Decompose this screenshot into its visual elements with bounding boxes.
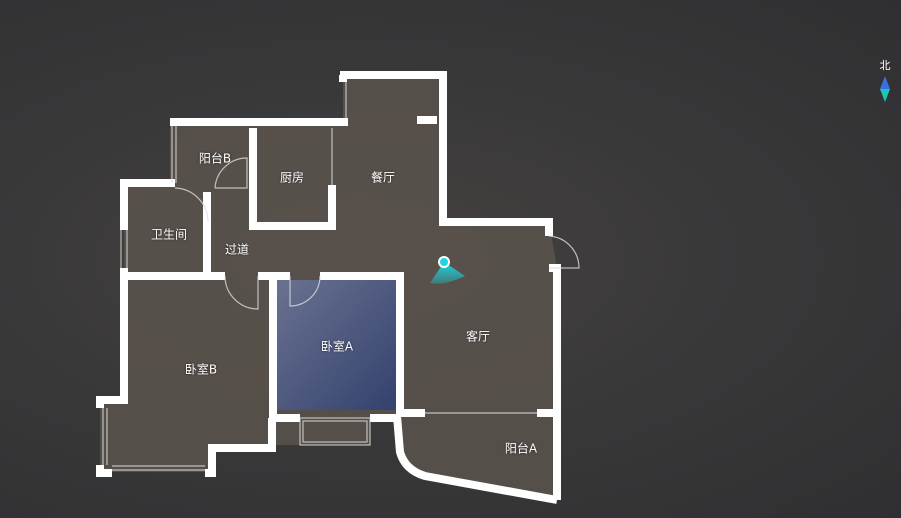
bedroom-a-highlight[interactable] [277, 280, 397, 410]
compass-north-label: 北 [879, 59, 891, 72]
north-arrow-icon [880, 76, 890, 102]
room-label-living[interactable]: 客厅 [465, 329, 491, 344]
room-label-bathroom[interactable]: 卫生间 [150, 227, 188, 242]
room-label-balcony-b[interactable]: 阳台B [198, 151, 232, 166]
room-label-dining[interactable]: 餐厅 [370, 170, 396, 185]
camera-position-marker[interactable] [430, 256, 465, 284]
compass: 北 [874, 57, 896, 106]
room-label-corridor[interactable]: 过道 [224, 242, 250, 257]
camera-dot-icon [438, 256, 450, 268]
room-label-bedroom-b[interactable]: 卧室B [184, 362, 218, 377]
room-label-bedroom-a[interactable]: 卧室A [320, 339, 354, 354]
room-label-balcony-a[interactable]: 阳台A [504, 441, 538, 456]
camera-view-cone [430, 262, 465, 284]
windows-doors [102, 82, 580, 471]
walls [96, 71, 561, 504]
room-label-kitchen[interactable]: 厨房 [279, 170, 305, 185]
